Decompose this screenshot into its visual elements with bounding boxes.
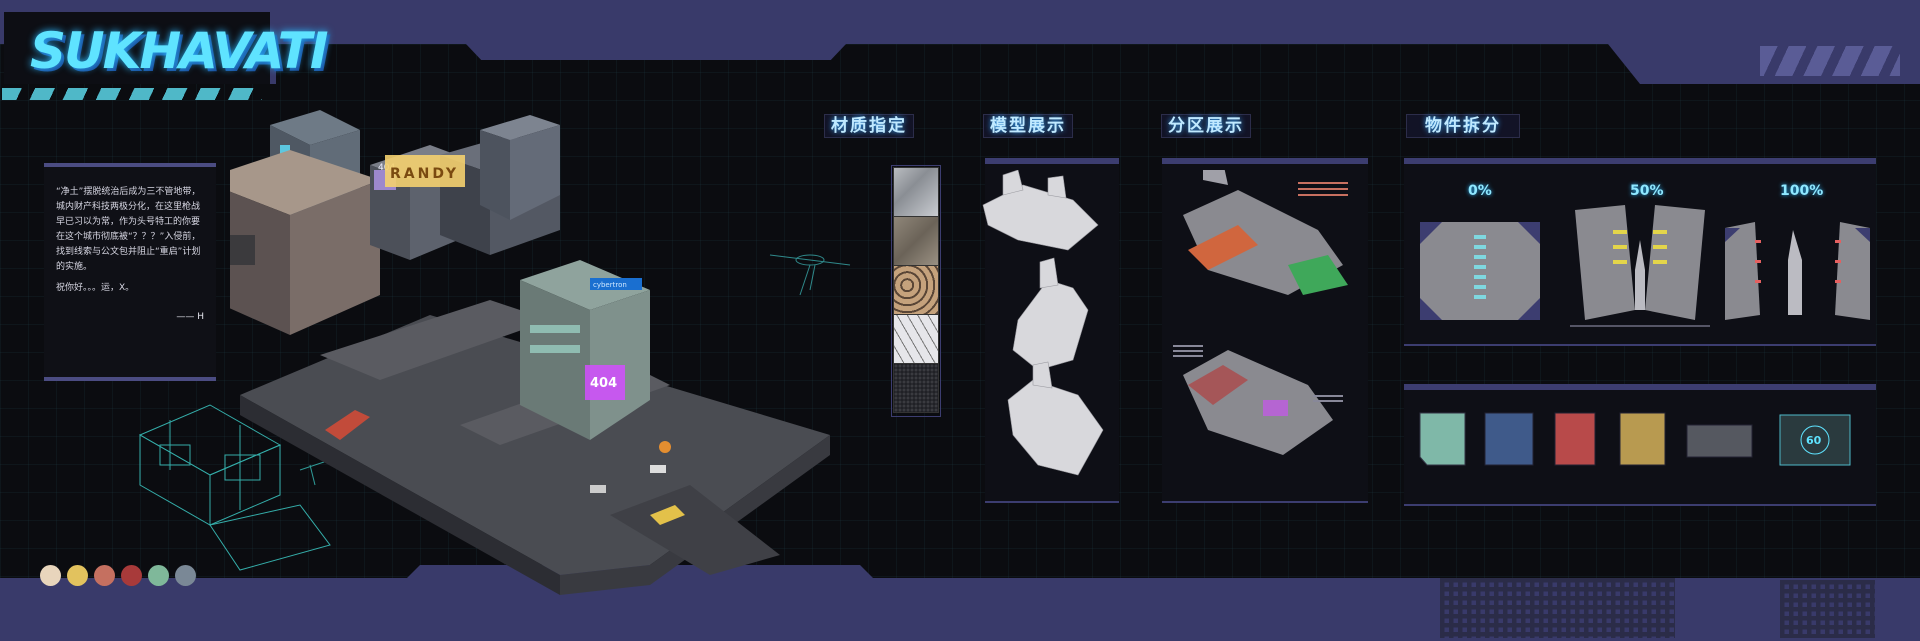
zone-diagrams [1173, 170, 1348, 455]
material-cobblestone [893, 265, 939, 315]
parts-explode-diagram [1420, 205, 1870, 327]
section-title-model: 模型展示 [983, 114, 1073, 138]
color-swatch-1 [40, 565, 61, 586]
material-dark-asphalt [893, 363, 939, 413]
material-hex-tile [893, 314, 939, 364]
logo-box [4, 12, 276, 84]
isometric-city-model: 404 RANDY 404 cybertron [230, 110, 830, 595]
color-swatch-6 [175, 565, 196, 586]
material-strip [891, 165, 941, 417]
logo: SUKHAVATI [30, 22, 328, 80]
prop-screen-number: 60 [1806, 434, 1822, 447]
slash-decoration [1760, 46, 1900, 76]
percent-label-0: 0% [1468, 183, 1492, 199]
top-accent-bar [466, 44, 846, 60]
logo-stripe [2, 88, 262, 100]
section-title-parts: 物件拆分 [1406, 114, 1520, 138]
helicopter-icon [769, 254, 851, 296]
material-rough-stone [893, 216, 939, 266]
material-concrete [893, 167, 939, 217]
percent-label-100: 100% [1780, 183, 1824, 199]
sign-404-neon: 404 [590, 376, 617, 391]
percent-label-50: 50% [1630, 183, 1664, 199]
color-swatch-5 [148, 565, 169, 586]
props-row: 60 [1419, 412, 1851, 466]
section-title-material: 材质指定 [824, 114, 914, 138]
barcode-decoration [1440, 578, 1675, 638]
sign-randy: RANDY [390, 166, 459, 182]
story-paragraph: “净土”摆脱统治后成为三不管地带，城内财产科技两极分化，在这里枪战早已习以为常，… [56, 187, 201, 272]
top-frame-bar [0, 0, 1920, 44]
color-swatch-4 [121, 565, 142, 586]
bottom-ribbon [0, 565, 1920, 590]
section-title-zone: 分区展示 [1161, 114, 1251, 138]
story-panel: “净土”摆脱统治后成为三不管地带，城内财产科技两极分化，在这里枪战早已习以为常，… [44, 163, 216, 381]
color-swatch-3 [94, 565, 115, 586]
color-swatch-2 [67, 565, 88, 586]
white-model-views [982, 170, 1104, 476]
story-greeting: 祝你好。。。运，X。 [56, 283, 135, 293]
qr-code [1780, 580, 1875, 638]
story-signature: —— H [176, 312, 204, 322]
sign-cybertron: cybertron [593, 281, 627, 289]
